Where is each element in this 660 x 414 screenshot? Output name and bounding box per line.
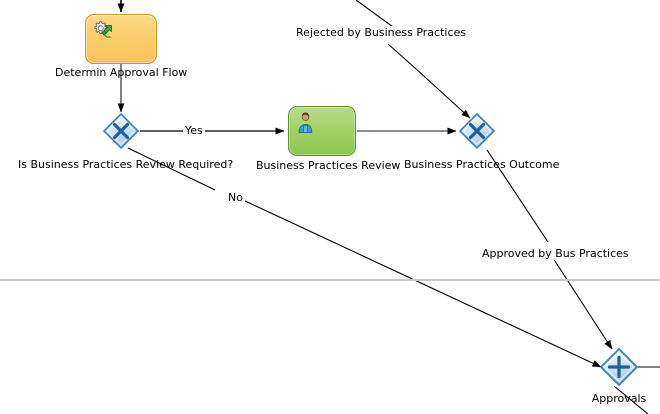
- connector-approvals-out-down: [613, 385, 649, 414]
- green-arrow-glyph: [101, 25, 112, 38]
- task-business-practices-review-label: Business Practices Review: [256, 159, 401, 172]
- gateway-approvals-shape[interactable]: [599, 347, 639, 387]
- edge-label-no: No: [226, 191, 245, 204]
- connector-approved-by-bus-practices: [486, 149, 613, 350]
- gateway-business-practices-outcome-label: Business Practices Outcome: [404, 158, 560, 171]
- edge-label-yes: Yes: [183, 124, 205, 137]
- connector-rejected-by-business-practices: [355, 0, 471, 119]
- gateway-is-business-practices-review-required-label: Is Business Practices Review Required?: [18, 158, 234, 171]
- edge-label-approved-by-bus-practices: Approved by Bus Practices: [480, 247, 631, 260]
- gear-arrow-icon: [94, 21, 112, 38]
- gateway-business-practices-outcome-shape[interactable]: [458, 112, 496, 150]
- lane-divider: [0, 279, 660, 281]
- task-business-practices-review[interactable]: [288, 106, 356, 156]
- user-icon: [298, 112, 313, 133]
- connector-no-branch: [127, 147, 602, 368]
- gateway-is-business-practices-review-required-shape[interactable]: [102, 112, 140, 150]
- gateway-approvals-label: Approvals: [591, 392, 647, 405]
- edge-label-rejected-by-business-practices: Rejected by Business Practices: [294, 26, 469, 39]
- task-determine-approval-flow[interactable]: [85, 14, 157, 64]
- task-determine-approval-flow-label: Determin Approval Flow: [55, 66, 188, 79]
